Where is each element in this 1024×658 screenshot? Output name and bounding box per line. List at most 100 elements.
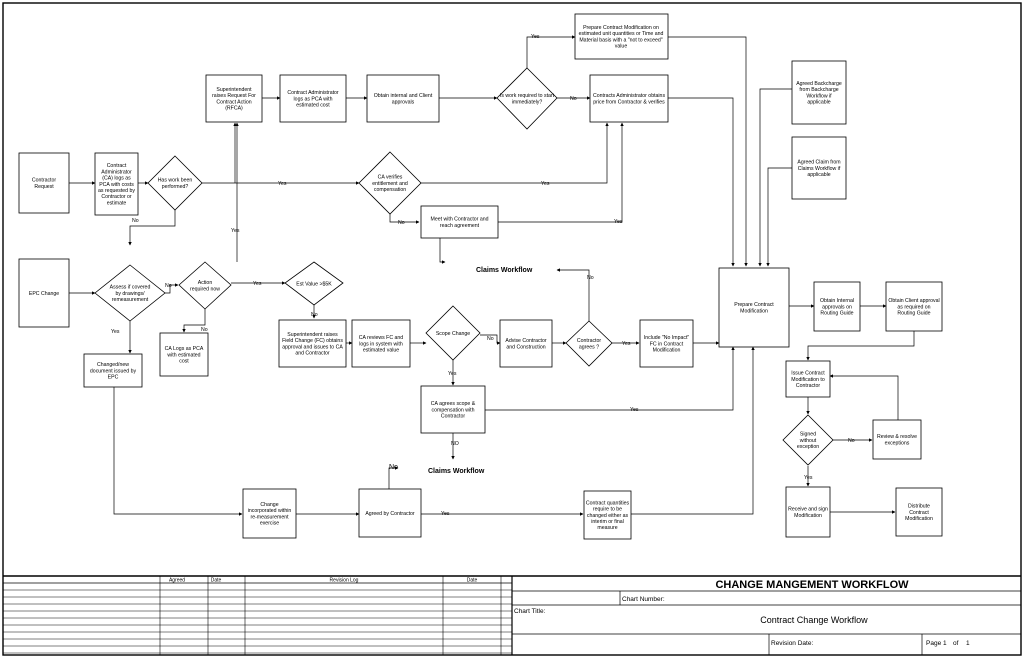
obtain-client-routing-box [885, 281, 943, 332]
col-date: Date [211, 578, 222, 584]
agreed-by-contractor-text: Agreed by Contractor [365, 511, 415, 517]
obtain-internal-routing-box [813, 281, 861, 332]
title-block: Agreed Date Revision Log Date CHANGE MAN… [3, 576, 1021, 655]
chart-title: Contract Change Workflow [760, 615, 868, 625]
col-revision-log: Revision Log [330, 578, 359, 584]
ca-logs-pca-cost-box [279, 74, 347, 123]
label-no: No [165, 283, 172, 289]
revision-log-rows [3, 589, 512, 654]
scope-change-text: Scope Change [436, 331, 470, 337]
agreed-claim-box [791, 136, 847, 200]
col-agreed: Agreed [169, 578, 185, 584]
main-title: CHANGE MANGEMENT WORKFLOW [715, 579, 909, 591]
ref-claims-workflow: Claims Workflow [428, 468, 485, 475]
est-value-text: Est Value >$5K [296, 281, 332, 287]
ref-claims-workflow: Claims Workflow [476, 267, 533, 274]
label-no: No [398, 220, 405, 226]
label-no: No [848, 438, 855, 444]
label-no: No [587, 275, 594, 281]
label-yes: Yes [448, 371, 457, 377]
agreed-backcharge-box [791, 60, 847, 125]
label-yes: Yes [630, 407, 639, 413]
ca-logs-pca-est-box [159, 332, 209, 377]
issue-mod-box [785, 360, 831, 398]
ca-logs-pca-box [94, 152, 139, 216]
epc-change-box [18, 258, 70, 328]
action-required-diamond [178, 261, 232, 310]
signed-without-exception-diamond [782, 414, 834, 466]
epc-change-text: EPC Change [29, 291, 59, 297]
has-work-performed-diamond [147, 155, 203, 211]
agreed-by-contractor-box [358, 488, 422, 538]
advise-contractor-box [499, 319, 553, 368]
assess-covered-diamond [94, 264, 166, 322]
change-incorporated-box [242, 488, 297, 539]
include-no-impact-box [639, 319, 694, 368]
contractor-agrees-diamond [565, 320, 613, 367]
obtain-approvals-box [366, 74, 440, 123]
label-yes: Yes [441, 511, 450, 517]
revision-date-label: Revision Date: [771, 640, 813, 647]
superintendent-fc-box [278, 319, 347, 368]
prepare-mod-estimated-box [574, 13, 669, 60]
page-number: 1 [943, 640, 947, 647]
label-no: No [487, 336, 494, 342]
ca-agrees-scope-box [420, 385, 486, 434]
superintendent-rfca-box [205, 74, 263, 123]
label-no: No [201, 327, 208, 333]
edge-labels: Yes No Yes Yes No No Yes Yes No Yes No N… [111, 34, 855, 517]
nodes [18, 13, 943, 540]
label-yes: Yes [278, 181, 287, 187]
ca-obtains-price-box [589, 74, 669, 123]
ca-verifies-entitlement-diamond [358, 151, 422, 215]
label-yes: Yes [541, 181, 550, 187]
label-no: No [132, 218, 139, 224]
chart-number-label: Chart Number: [622, 596, 665, 603]
label-yes: Yes [253, 281, 262, 287]
label-no: No [389, 464, 398, 471]
label-yes: Yes [111, 329, 120, 335]
label-yes: Yes [531, 34, 540, 40]
label-no: No [570, 96, 577, 102]
col-date-2: Date [467, 578, 478, 584]
label-no: No [311, 312, 318, 318]
label-yes: Yes [622, 341, 631, 347]
work-required-start-diamond [496, 67, 558, 130]
changed-doc-epc-box [83, 353, 143, 388]
page-total: 1 [966, 640, 970, 647]
contractor-request-box [18, 152, 70, 214]
of-label: of [953, 640, 959, 647]
label-no-caps: NO [451, 441, 459, 447]
connectors [69, 35, 915, 516]
chart-title-label: Chart Title: [514, 608, 546, 615]
